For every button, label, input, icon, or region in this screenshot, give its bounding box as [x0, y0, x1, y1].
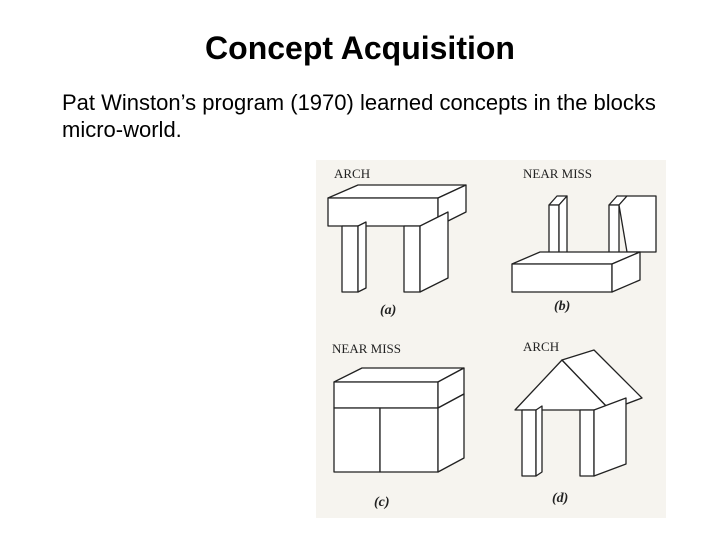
arch-c-left-post: [333, 407, 381, 473]
panel-c-caption: (c): [374, 495, 390, 510]
arch-a-right-post-side: [419, 211, 449, 293]
arch-d-left-post-side: [535, 405, 543, 477]
panel-d-caption: (d): [552, 491, 568, 506]
arch-c-lintel-front: [333, 381, 439, 409]
arch-a-left-post: [341, 225, 359, 293]
arch-b-right-post-side: [618, 195, 657, 253]
panel-a-label: ARCH: [334, 166, 370, 181]
arch-d-right-post-side: [593, 397, 627, 477]
panel-c-label: NEAR MISS: [332, 341, 401, 356]
panel-b-caption: (b): [554, 299, 570, 314]
arch-b-slab-side: [611, 251, 641, 293]
panel-a-caption: (a): [380, 303, 396, 318]
panel-d: ARCH (d): [514, 339, 643, 506]
slide-title: Concept Acquisition: [205, 30, 515, 66]
arch-d-right-post: [579, 409, 595, 477]
arch-b-left-post-side: [558, 195, 568, 261]
panel-b: NEAR MISS (b): [511, 166, 657, 314]
arch-a-left-post-side: [357, 221, 367, 293]
arch-c-right-post: [379, 407, 439, 473]
arch-a-lintel-front: [327, 197, 439, 227]
panel-d-label: ARCH: [523, 339, 559, 354]
arch-c-posts-side: [437, 393, 465, 473]
arch-b-slab-front: [511, 263, 613, 293]
arch-d-left-post: [521, 409, 537, 477]
arch-d-wedge-side: [561, 349, 643, 411]
panel-a: ARCH (a): [327, 166, 467, 318]
arch-a-right-post: [403, 225, 421, 293]
slide-body-text: Pat Winston’s program (1970) learned con…: [62, 90, 656, 142]
panel-c: NEAR MISS (c): [332, 341, 465, 510]
panel-b-label: NEAR MISS: [523, 166, 592, 181]
arch-figure: ARCH (a) NEAR MISS: [316, 160, 666, 518]
